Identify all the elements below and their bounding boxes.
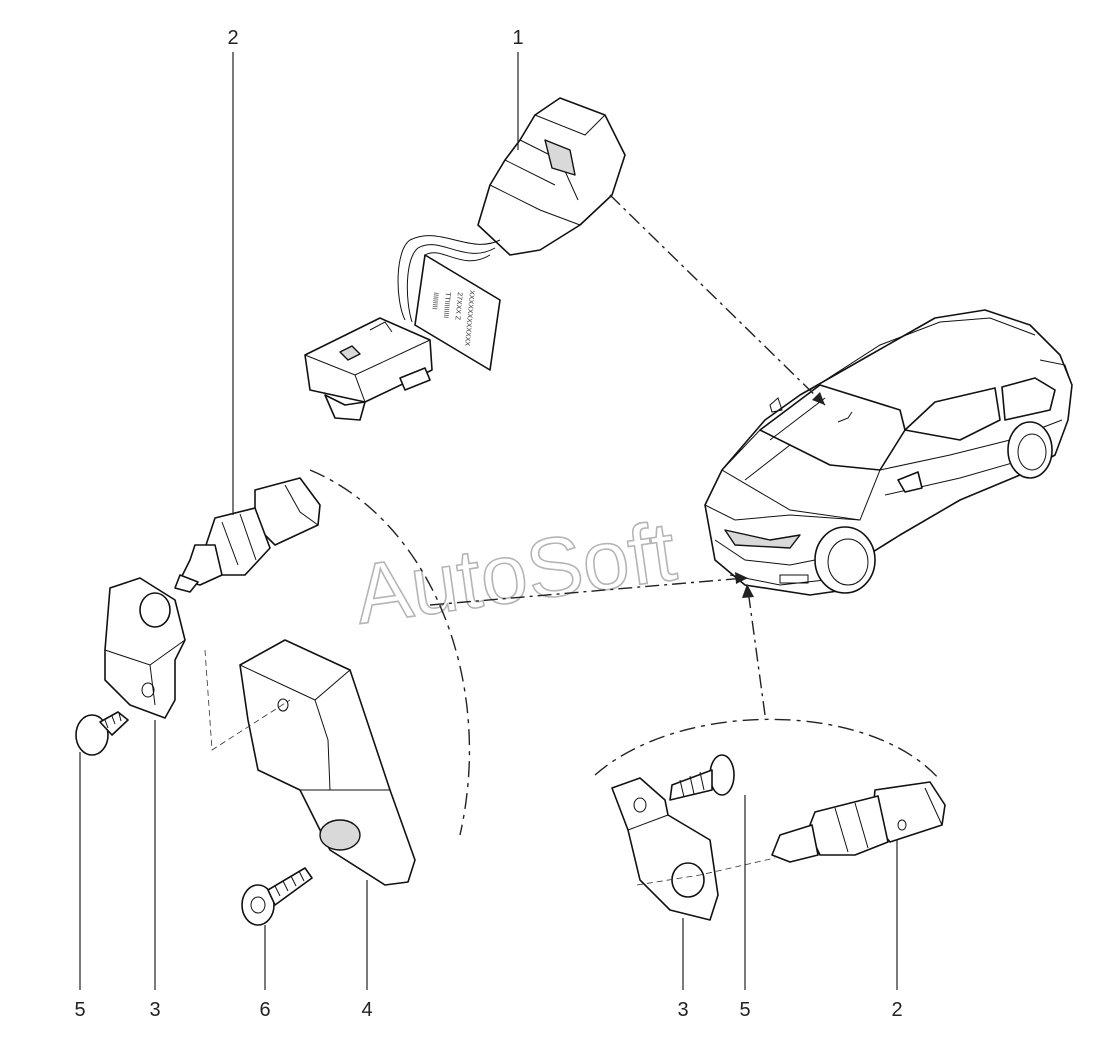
part-4-sensor-holder bbox=[239, 639, 416, 886]
svg-text:27XXX Z: 27XXX Z bbox=[454, 292, 463, 321]
callout-4: 4 bbox=[361, 999, 372, 1021]
part-5-screw-right bbox=[669, 754, 735, 801]
part-1-sensor-with-connector: XXXXXXXXXXXX 27XXX Z TTIIIIIIIII IIIIIII… bbox=[304, 97, 626, 421]
part-3-bracket-left bbox=[104, 577, 186, 719]
assembly-axes bbox=[204, 649, 776, 886]
callout-5-right: 5 bbox=[739, 999, 750, 1021]
part-3-bracket-right bbox=[611, 777, 719, 921]
leader-lines bbox=[79, 52, 898, 990]
detail-boundary-arc-left bbox=[309, 469, 471, 836]
callout-5-left: 5 bbox=[74, 999, 85, 1021]
part-2-temperature-sensor-lower bbox=[771, 781, 946, 863]
part-5-screw-left bbox=[75, 711, 129, 756]
svg-text:XXXXXXXXXXXX: XXXXXXXXXXXX bbox=[463, 290, 475, 347]
svg-text:IIIIIIIII: IIIIIIIII bbox=[430, 292, 439, 310]
callout-6: 6 bbox=[259, 999, 270, 1021]
callout-2-lower: 2 bbox=[891, 999, 902, 1021]
car-illustration bbox=[704, 309, 1073, 596]
location-arrows bbox=[429, 194, 826, 716]
callout-3-left: 3 bbox=[149, 999, 160, 1021]
part-6-screw bbox=[241, 867, 313, 926]
part-2-temperature-sensor-upper bbox=[174, 477, 321, 593]
watermark-text: AutoSoft bbox=[349, 504, 681, 642]
callout-1: 1 bbox=[512, 27, 523, 49]
svg-text:TTIIIIIIIII: TTIIIIIIIII bbox=[442, 292, 451, 319]
callout-2-upper: 2 bbox=[227, 27, 238, 49]
callout-3-right: 3 bbox=[677, 999, 688, 1021]
detail-boundary-arc-right bbox=[594, 718, 941, 781]
